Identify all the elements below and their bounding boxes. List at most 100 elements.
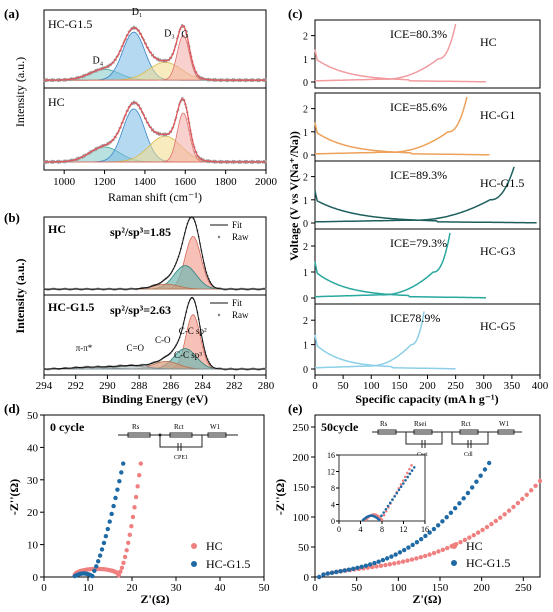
circuit-resistor [377, 429, 397, 435]
circuit-resistor [127, 432, 151, 438]
nyquist-e-point-g15 [372, 560, 377, 566]
nyquist-e-xtick-label: 150 [432, 582, 449, 594]
nyquist-e-point-hc [524, 492, 529, 497]
inset-point-hc [399, 483, 403, 486]
inset-point-g15 [393, 495, 396, 498]
voltage-xtick-label: 0 [312, 380, 318, 392]
voltage-xtick-label: 250 [447, 380, 464, 392]
raman-peak-label: D₃ [164, 28, 175, 39]
raman-xtick-label: 2000 [255, 176, 278, 188]
xps-fit-line [44, 216, 266, 290]
inset-point-g15 [399, 485, 403, 489]
voltage-ytick-label: 2 [303, 32, 308, 43]
nyquist-e-point-g15 [461, 496, 466, 501]
voltage-ytick-label: 1 [303, 55, 308, 66]
nyquist-e-point-g15 [486, 460, 492, 466]
nyquist-e-point-g15 [452, 505, 458, 511]
xps-xtick-label: 288 [131, 380, 148, 392]
nyquist-e-point-hc [383, 562, 388, 568]
voltage-ytick-label: 2 [303, 316, 308, 327]
nyquist-e-point-g15 [384, 556, 390, 561]
nyquist-d-ytick-label: 20 [27, 507, 39, 519]
nyquist-e-point-g15 [444, 514, 449, 520]
nyquist-d-frame [43, 414, 265, 578]
legend-raw-label: Raw [232, 310, 249, 320]
series-HC [72, 461, 143, 578]
nyquist-e-xtick-label: 50 [351, 582, 363, 594]
voltage-ylabel: Voltage (V vs V(Na⁺/Na)) [287, 131, 301, 261]
nyquist-e-frame [314, 414, 541, 578]
inset-point-hc [403, 475, 407, 479]
raman-frame [43, 87, 267, 171]
panel-e-label: (e) [288, 401, 302, 416]
nyquist-e-point-g15 [380, 557, 386, 563]
nyquist-e-point-g15 [440, 519, 445, 524]
nyquist-e-point-hc [392, 561, 397, 566]
nyquist-d-point-hc [126, 540, 131, 546]
nyquist-e-point-g15 [363, 563, 369, 568]
nyquist-e-point-hc [378, 563, 384, 568]
raman-sample-label: HC [48, 95, 65, 109]
nyquist-e-annotation: 50cycle [321, 420, 359, 434]
nyquist-e-point-g15 [431, 526, 437, 532]
nyquist-e-point-g15 [359, 564, 364, 570]
nyquist-e-point-hc [436, 549, 441, 554]
inset-point-g15 [384, 507, 388, 511]
nyquist-d-point-hc [118, 569, 123, 574]
nyquist-d-xlabel: Z'(Ω) [141, 592, 170, 606]
nyquist-e-ytick-label: 0 [304, 572, 310, 584]
inset-point-g15 [402, 482, 405, 485]
nyquist-e-point-hc [440, 547, 446, 553]
nyquist-d-xtick-label: 10 [83, 582, 95, 594]
raman-fit-line [44, 98, 266, 163]
inset-ytick-label: 16 [327, 451, 335, 460]
nyquist-e-point-g15 [376, 559, 381, 564]
nyquist-e-point-g15 [316, 574, 322, 580]
legend-raw-label: Raw [232, 232, 249, 242]
inset-point-g15 [410, 469, 414, 472]
nyquist-e-point-hc [515, 500, 521, 506]
voltage-sample-label: HC [480, 35, 497, 49]
legend-g15-label: HC-G1.5 [206, 557, 250, 571]
discharge-curve [314, 261, 486, 299]
nyquist-d-point-g15 [113, 495, 118, 501]
inset-ytick-label: 8 [331, 484, 335, 493]
ice-label: ICE=79.3% [390, 236, 447, 250]
voltage-sample-label: HC-G1.5 [480, 176, 524, 190]
xps-annot-sp2: C-C sp² [179, 326, 207, 336]
legend-raw-swatch [217, 313, 221, 317]
nyquist-e-point-hc [506, 508, 512, 513]
nyquist-d-point-hc [116, 573, 122, 578]
nyquist-d-xtick-label: 30 [171, 582, 183, 594]
nyquist-e-point-g15 [448, 510, 454, 515]
nyquist-e-point-hc [467, 535, 472, 540]
inset-point-g15 [386, 504, 390, 508]
nyquist-e-point-hc [471, 532, 476, 538]
nyquist-e-point-hc [427, 552, 432, 557]
nyquist-e-point-g15 [393, 552, 398, 557]
voltage-ytick-label: 1 [303, 341, 308, 352]
circuit-rs-label: Rs [132, 423, 140, 431]
nyquist-d-point-g15 [95, 559, 101, 564]
circuit-diagram: RsRseiCseiRctCdlW1 [372, 420, 522, 458]
nyquist-e-ytick-label: 250 [293, 422, 310, 434]
nyquist-d-point-hc [129, 523, 134, 529]
inset-point-g15 [408, 472, 412, 476]
legend-hc-label: HC [466, 539, 483, 553]
nyquist-e-point-g15 [346, 567, 352, 572]
nyquist-e-point-g15 [435, 523, 441, 528]
xps-xtick-label: 294 [36, 380, 53, 392]
nyquist-d-point-hc [121, 560, 126, 566]
discharge-curve [314, 49, 487, 83]
circuit-wire [405, 432, 443, 445]
nyquist-d-point-hc [124, 548, 129, 553]
circuit-rsei-label: Rsei [414, 420, 427, 428]
nyquist-d-point-hc [132, 505, 137, 510]
legend-hc-swatch [191, 543, 197, 549]
inset-point-hc [382, 513, 386, 517]
nyquist-e-point-hc [422, 553, 428, 559]
legend-g15-label: HC-G1.5 [466, 556, 510, 570]
inset-point-hc [410, 464, 413, 467]
nyquist-d-point-hc [119, 565, 125, 571]
